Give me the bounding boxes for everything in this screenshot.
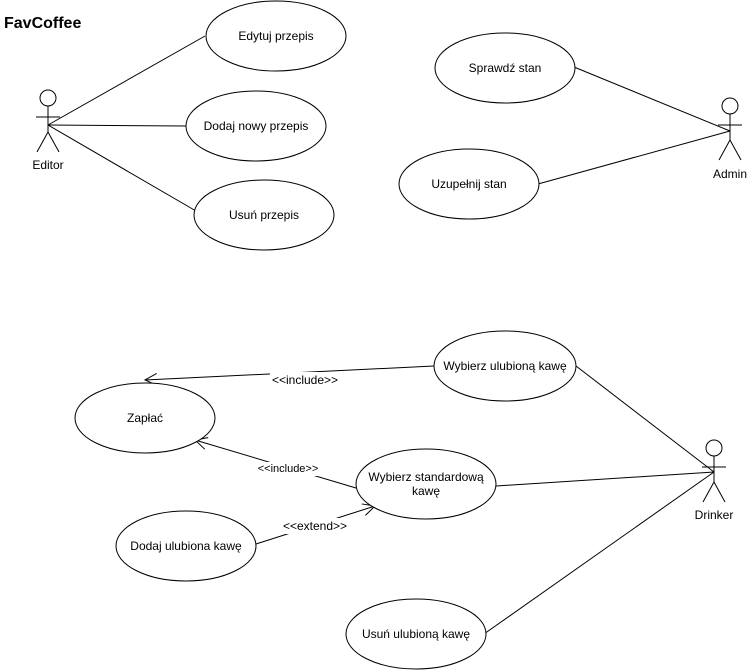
use-case-ellipse bbox=[193, 179, 335, 251]
association-admin-uzupelnij bbox=[537, 130, 731, 185]
use-case-usun-ulubiona: Usuń ulubioną kawę bbox=[345, 598, 487, 670]
extend-label: <<extend>> bbox=[283, 519, 347, 533]
include-label: <<include>> bbox=[272, 373, 338, 387]
use-case-ellipse bbox=[345, 598, 487, 670]
association-admin-sprawdz bbox=[573, 66, 731, 132]
use-case-sprawdz: Sprawdź stan bbox=[434, 32, 576, 104]
use-case-label: Zapłać bbox=[127, 411, 163, 425]
use-case-ellipse bbox=[74, 382, 216, 454]
use-case-ellipse bbox=[115, 510, 257, 582]
actor-head bbox=[721, 97, 739, 115]
use-case-uzupelnij: Uzupełnij stan bbox=[398, 148, 540, 220]
use-case-dodaj-przepis: Dodaj nowy przepis bbox=[185, 90, 327, 162]
use-case-ellipse bbox=[355, 448, 497, 520]
diagram-title: FavCoffee bbox=[4, 15, 81, 32]
use-case-ellipse bbox=[205, 0, 347, 72]
actor-label: Drinker bbox=[695, 508, 734, 522]
use-case-dodaj-ulubiona: Dodaj ulubiona kawę bbox=[115, 510, 257, 582]
use-case-label: Edytuj przepis bbox=[238, 29, 313, 43]
association-editor-usun-przepis bbox=[47, 124, 197, 212]
actor-left-leg bbox=[702, 481, 715, 503]
actor-head bbox=[39, 89, 57, 107]
association-editor-dodaj-przepis bbox=[47, 124, 187, 127]
actor-right-leg bbox=[47, 131, 60, 153]
use-case-usun-przepis: Usuń przepis bbox=[193, 179, 335, 251]
actor-left-leg bbox=[36, 131, 49, 153]
association-drinker-wybierz-ulubiona bbox=[575, 365, 715, 473]
association-drinker-wybierz-standard bbox=[495, 471, 715, 487]
use-case-label: Wybierz ulubioną kawę bbox=[443, 359, 567, 373]
include-label: <<include>> bbox=[258, 463, 319, 475]
use-case-ellipse bbox=[434, 32, 576, 104]
use-case-label: Sprawdź stan bbox=[469, 61, 542, 75]
use-case-label: Dodaj ulubiona kawę bbox=[130, 539, 242, 553]
actor-right-leg bbox=[729, 139, 742, 161]
actor-admin bbox=[718, 97, 742, 161]
use-case-label: Dodaj nowy przepis bbox=[204, 119, 309, 133]
actor-drinker bbox=[702, 439, 726, 503]
use-case-label: Usuń przepis bbox=[229, 208, 299, 222]
actor-label: Admin bbox=[713, 167, 747, 181]
association-editor-edytuj bbox=[47, 35, 206, 126]
relation-label-bg bbox=[255, 462, 321, 476]
use-case-label: Wybierz standardową bbox=[368, 470, 484, 484]
use-case-label: kawę bbox=[412, 484, 440, 498]
actor-label: Editor bbox=[32, 158, 63, 172]
use-case-wybierz-ulubiona: Wybierz ulubioną kawę bbox=[433, 330, 577, 402]
use-case-ellipse bbox=[433, 330, 577, 402]
use-case-ellipse bbox=[398, 148, 540, 220]
actor-left-leg bbox=[718, 139, 731, 161]
use-case-ellipse bbox=[185, 90, 327, 162]
use-case-label: Usuń ulubioną kawę bbox=[362, 627, 470, 641]
relation-label-bg bbox=[269, 372, 341, 388]
association-drinker-usun-ulubiona bbox=[483, 471, 715, 635]
use-case-label: Uzupełnij stan bbox=[431, 177, 506, 191]
use-case-edytuj: Edytuj przepis bbox=[205, 0, 347, 72]
use-case-zaplac: Zapłać bbox=[74, 382, 216, 454]
actor-head bbox=[705, 439, 723, 457]
actor-editor bbox=[36, 89, 60, 153]
actor-right-leg bbox=[713, 481, 726, 503]
relation-label-bg bbox=[280, 518, 350, 534]
